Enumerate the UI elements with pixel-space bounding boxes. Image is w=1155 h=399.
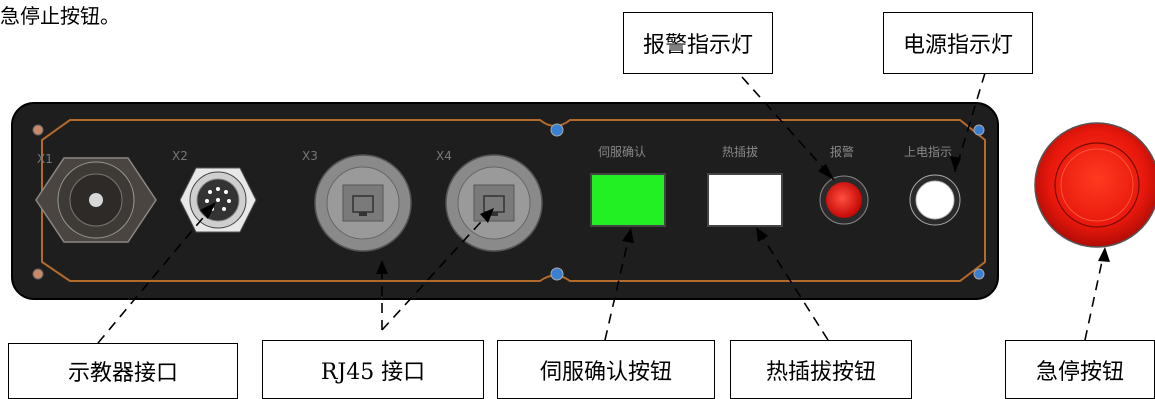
- intro-text: 急停止按钮。: [0, 4, 120, 28]
- arrowhead: [818, 164, 834, 180]
- callout-hotplug-button: 热插拔按钮: [730, 340, 912, 399]
- leader-rj45-b: [381, 211, 491, 331]
- alarm-lamp: [826, 182, 862, 218]
- port-label-x1: X1: [37, 152, 53, 166]
- callout-servo-button: 伺服确认按钮: [497, 340, 715, 399]
- screw: [550, 267, 564, 281]
- screw: [973, 124, 985, 136]
- leader-power: [954, 72, 986, 173]
- callout-estop-button: 急停按钮: [1005, 340, 1155, 399]
- x2-teach-connector: [179, 167, 257, 233]
- arrowhead: [756, 227, 768, 242]
- screw: [32, 124, 44, 136]
- arrowhead: [376, 260, 388, 274]
- port-label-x2: X2: [172, 149, 188, 163]
- hotplug-panel-label: 热插拔: [722, 144, 758, 159]
- leader-alarm: [741, 76, 835, 181]
- arrowhead: [622, 228, 634, 243]
- leader-estop: [1084, 251, 1105, 341]
- arrowhead: [1098, 247, 1110, 262]
- emergency-stop-button[interactable]: [1034, 122, 1155, 248]
- port-label-x4: X4: [436, 149, 452, 163]
- screw: [550, 123, 564, 137]
- x4-rj45-connector: [445, 154, 543, 252]
- port-label-x3: X3: [302, 149, 318, 163]
- callout-power-light: 电源指示灯: [883, 12, 1033, 74]
- x1-connector: [35, 157, 157, 243]
- screw: [973, 268, 985, 280]
- power-lamp: [915, 180, 955, 220]
- arrowhead: [950, 156, 961, 172]
- x3-rj45-connector: [314, 154, 412, 252]
- hotplug-button[interactable]: [707, 173, 783, 227]
- screw: [32, 268, 44, 280]
- callout-teach-port: 示教器接口: [8, 343, 238, 399]
- callout-rj45-port: RJ45 接口: [262, 340, 484, 399]
- leader-hotplug: [757, 229, 829, 341]
- panel-outline: [41, 119, 986, 282]
- leader-teach: [97, 206, 213, 344]
- servo-panel-label: 伺服确认: [598, 145, 646, 159]
- arrowhead: [480, 208, 494, 223]
- power-panel-label: 上电指示: [904, 144, 952, 159]
- alarm-panel-label: 报警: [830, 144, 854, 159]
- callout-alarm-light: 报警指示灯: [623, 12, 773, 74]
- servo-confirm-button[interactable]: [590, 173, 666, 227]
- arrowhead: [200, 202, 216, 219]
- leader-servo: [604, 231, 631, 341]
